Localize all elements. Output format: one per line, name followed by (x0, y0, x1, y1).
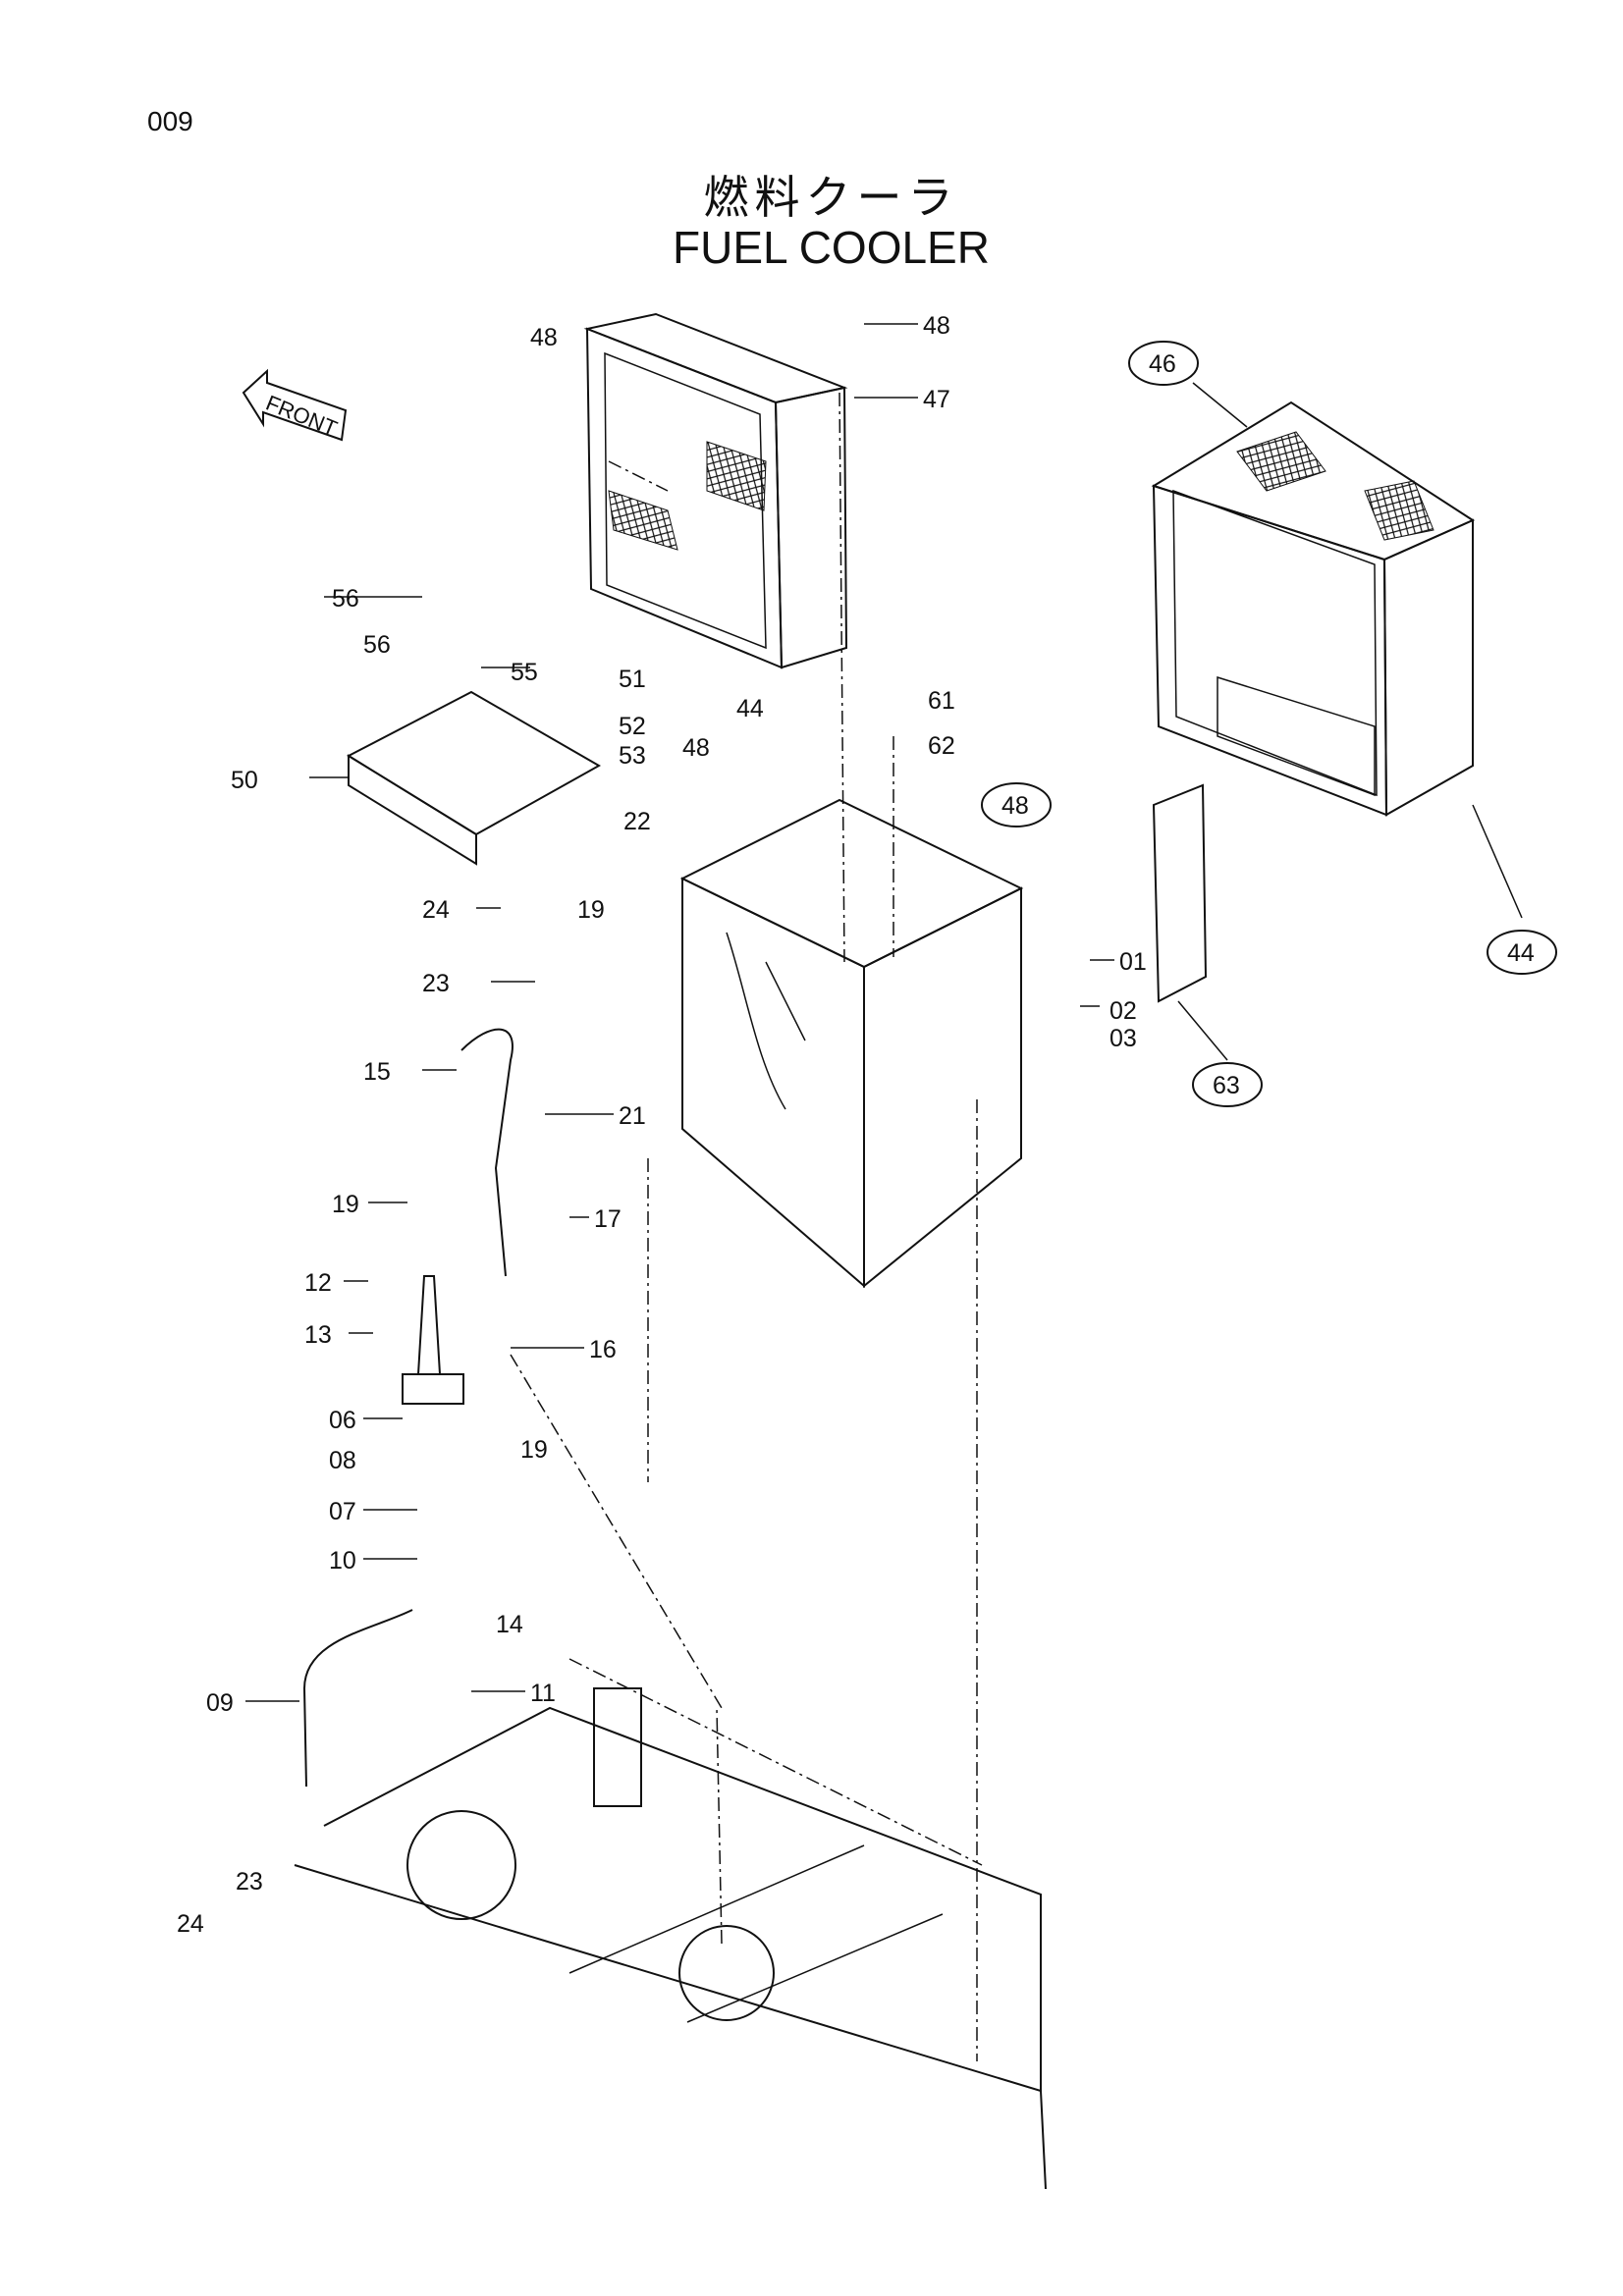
callout-11: 11 (530, 1680, 556, 1707)
front-arrow-icon: FRONT (242, 368, 348, 442)
pipe-09 (302, 1609, 413, 1788)
callout-circle-46 (1128, 341, 1199, 386)
callout-19: 19 (332, 1191, 359, 1218)
callout-48: 48 (923, 312, 950, 340)
callout-23: 23 (422, 970, 450, 997)
right-cover-46 (1151, 400, 1476, 817)
callout-24: 24 (422, 896, 450, 924)
callout-48: 48 (682, 734, 710, 762)
callout-56: 56 (332, 585, 359, 613)
callout-44: 44 (1507, 939, 1535, 967)
front-label: FRONT (262, 391, 341, 442)
flange-06 (402, 1373, 464, 1405)
callout-21: 21 (619, 1102, 646, 1130)
callout-46: 46 (1149, 350, 1176, 378)
page-number: 009 (147, 106, 193, 136)
callout-52: 52 (619, 713, 646, 740)
callout-14: 14 (496, 1611, 523, 1638)
upper-cover-47 (583, 312, 848, 669)
callout-15: 15 (363, 1058, 391, 1086)
callout-44: 44 (736, 695, 764, 722)
title-japanese: 燃料クーラ (703, 171, 959, 224)
callout-circle-63 (1192, 1062, 1263, 1107)
callout-19: 19 (577, 896, 605, 924)
callout-56: 56 (363, 631, 391, 659)
callout-17: 17 (594, 1205, 622, 1233)
callout-62: 62 (928, 732, 955, 760)
callout-50: 50 (231, 767, 258, 794)
callout-06: 06 (329, 1407, 356, 1434)
callout-03: 03 (1109, 1025, 1137, 1052)
bracket-50 (346, 690, 602, 866)
tube-06 (416, 1275, 442, 1375)
callout-08: 08 (329, 1447, 356, 1474)
callout-63: 63 (1213, 1072, 1240, 1099)
filter-element (593, 1687, 642, 1807)
leader-lines (245, 323, 1523, 1702)
callout-48: 48 (1001, 792, 1029, 820)
callout-circle-44 (1487, 930, 1557, 975)
callout-16: 16 (589, 1336, 617, 1363)
callout-53: 53 (619, 742, 646, 770)
callout-10: 10 (329, 1547, 356, 1575)
lower-frame (294, 1706, 1047, 2190)
pipe-15 (460, 1028, 514, 1277)
callout-22: 22 (623, 808, 651, 835)
callout-51: 51 (619, 666, 646, 693)
plate-63 (1152, 783, 1208, 1003)
callout-circle-48 (981, 782, 1052, 828)
callout-23: 23 (236, 1868, 263, 1896)
callout-48: 48 (530, 324, 558, 351)
callout-09: 09 (206, 1689, 234, 1717)
title-english: FUEL COOLER (673, 222, 990, 273)
callout-13: 13 (304, 1321, 332, 1349)
callout-55: 55 (511, 659, 538, 686)
callout-61: 61 (928, 687, 955, 715)
callout-24: 24 (177, 1910, 204, 1938)
center-housing (679, 798, 1024, 1289)
callout-47: 47 (923, 386, 950, 413)
callout-12: 12 (304, 1269, 332, 1297)
callout-19: 19 (520, 1436, 548, 1464)
callout-07: 07 (329, 1498, 356, 1525)
callout-01: 01 (1119, 948, 1147, 976)
assembly-lines (510, 392, 983, 2061)
callout-02: 02 (1109, 997, 1137, 1025)
